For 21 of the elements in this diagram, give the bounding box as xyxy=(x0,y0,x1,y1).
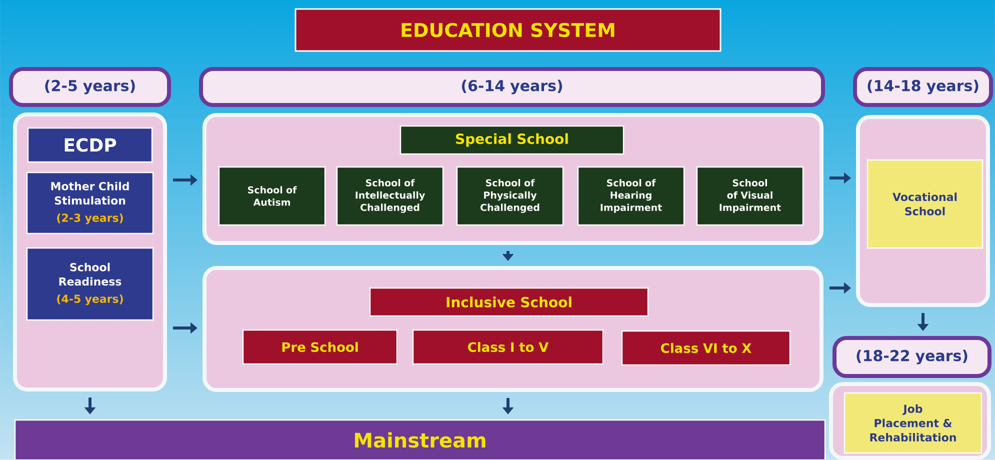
title-banner: EDUCATION SYSTEM xyxy=(294,8,722,52)
class-box: Pre School xyxy=(242,329,398,365)
class-box: Class VI to X xyxy=(621,330,791,366)
age-band: (2-5 years) xyxy=(9,67,172,107)
program-box: Mother Child Stimulation (2-3 years) xyxy=(26,172,154,234)
heading-box: Inclusive School xyxy=(369,287,649,317)
program-box: Job Placement & Rehabilitation xyxy=(844,392,982,454)
school-box: School of Intellectually Challenged xyxy=(336,166,444,226)
age-band: (18-22 years) xyxy=(832,336,992,378)
school-box: School of Hearing Impairment xyxy=(577,166,685,226)
heading-box: Special School xyxy=(400,125,624,155)
school-box: School of Visual Impairment xyxy=(696,166,804,226)
program-box: School Readiness (4-5 years) xyxy=(26,247,154,321)
program-box: Vocational School xyxy=(866,159,984,249)
age-band: (6-14 years) xyxy=(199,67,825,107)
class-box: Class I to V xyxy=(412,329,604,365)
age-band: (14-18 years) xyxy=(853,67,993,107)
school-box: School of Autism xyxy=(218,166,326,226)
program-box: ECDP xyxy=(27,127,153,163)
mainstream-bar: Mainstream xyxy=(14,419,826,460)
school-box: School of Physically Challenged xyxy=(456,166,564,226)
